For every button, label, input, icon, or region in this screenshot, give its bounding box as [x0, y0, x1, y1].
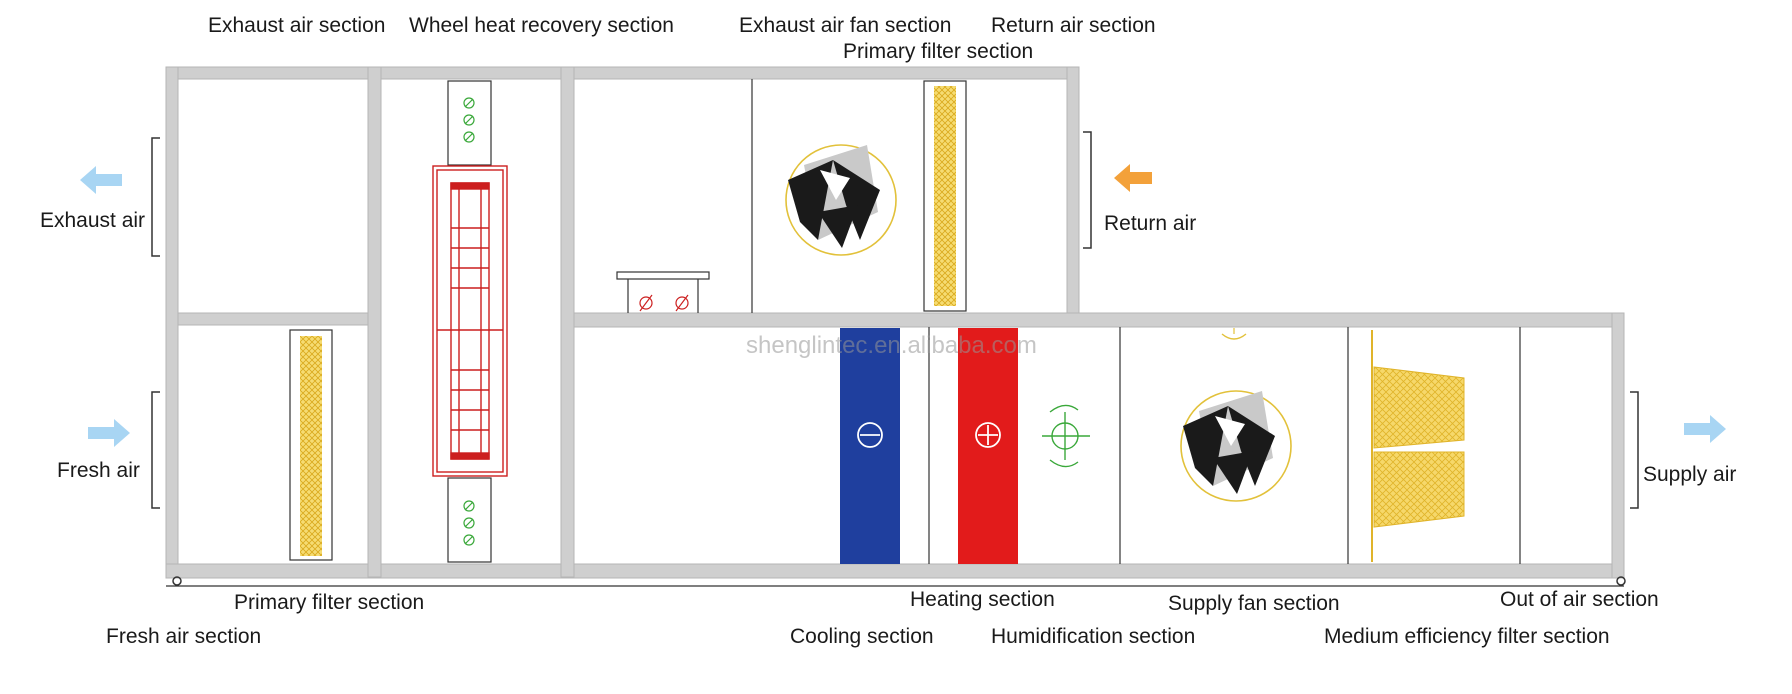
label-medium-efficiency-filter-section: Medium efficiency filter section	[1324, 625, 1610, 648]
heat-recovery-wheel-icon	[432, 80, 508, 563]
label-supply-air: Supply air	[1643, 463, 1737, 486]
primary-filter-upper	[923, 80, 967, 312]
label-return-air: Return air	[1104, 212, 1197, 235]
label-exhaust-air: Exhaust air	[40, 209, 146, 232]
label-fresh-air-section: Fresh air section	[106, 625, 262, 648]
fresh-air-arrow-icon	[88, 419, 130, 447]
medium-efficiency-filter-icon	[1371, 330, 1465, 562]
primary-filter-lower	[289, 329, 333, 561]
label-cooling-section: Cooling section	[790, 625, 934, 648]
watermark: shenglintec.en.alibaba.com	[746, 332, 1037, 359]
casing	[165, 66, 1625, 579]
label-exhaust-air-section: Exhaust air section	[208, 14, 386, 37]
label-wheel-heat-recovery-section: Wheel heat recovery section	[409, 14, 674, 37]
label-supply-fan-section: Supply fan section	[1168, 592, 1340, 615]
label-humidification-section: Humidification section	[991, 625, 1196, 648]
label-fresh-air: Fresh air	[57, 459, 140, 482]
label-out-of-air-section: Out of air section	[1500, 588, 1659, 611]
label-primary-filter-section-bottom: Primary filter section	[234, 591, 425, 614]
label-exhaust-air-fan-section: Exhaust air fan section	[739, 14, 952, 37]
base-feet	[166, 576, 1626, 587]
return-air-arrow-icon	[1114, 164, 1152, 192]
label-primary-filter-section-top: Primary filter section	[843, 40, 1034, 63]
label-return-air-section: Return air section	[991, 14, 1156, 37]
exhaust-air-arrow-icon	[80, 166, 122, 194]
bypass-damper-icon	[616, 271, 710, 313]
label-heating-section: Heating section	[910, 588, 1055, 611]
humidifier-crosshair-icon	[1042, 404, 1090, 468]
cooling-coil-icon	[840, 328, 900, 564]
exhaust-fan-icon	[785, 144, 897, 256]
section-dividers	[751, 79, 1521, 564]
heating-coil-icon	[958, 328, 1018, 564]
supply-air-arrow-icon	[1684, 415, 1726, 443]
supply-fan-icon	[1180, 328, 1292, 502]
flanges	[151, 131, 1639, 509]
